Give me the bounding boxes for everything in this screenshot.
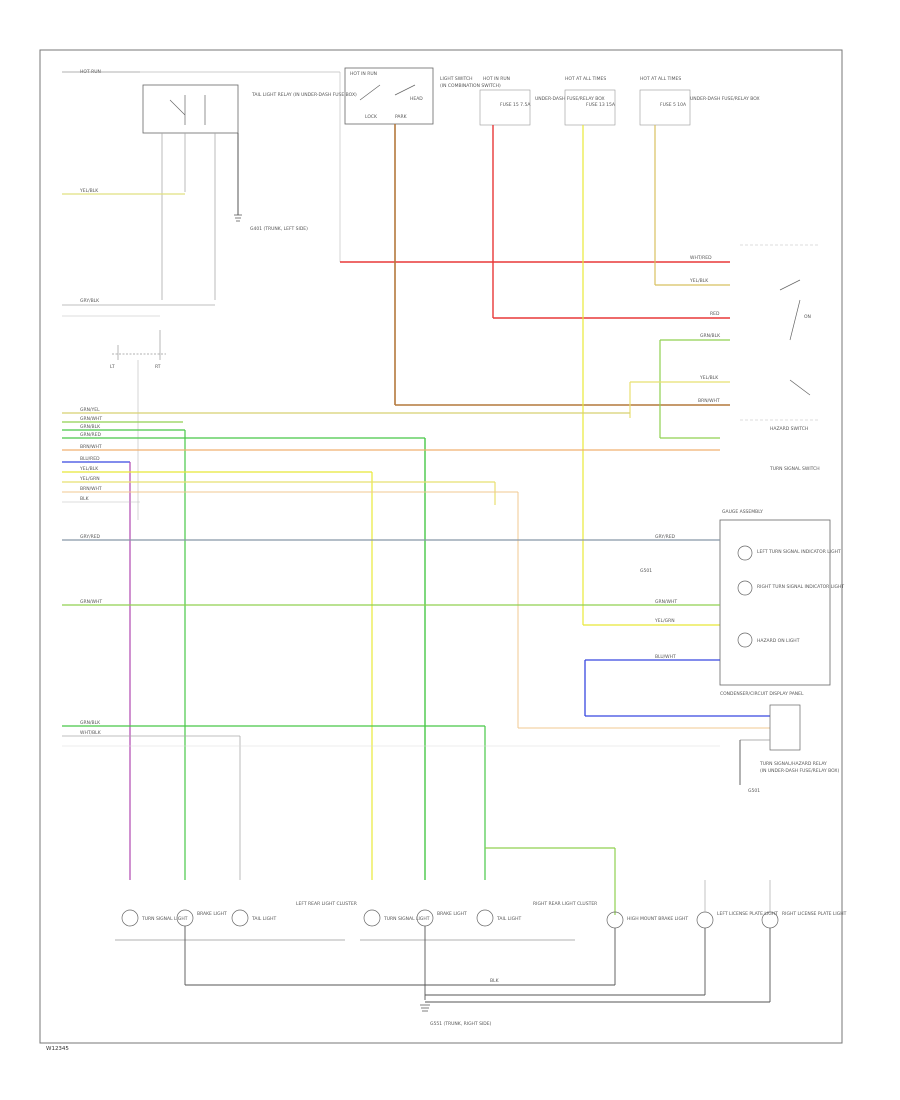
ground-g2-label: G501 bbox=[748, 788, 760, 794]
ground-symbol-g3 bbox=[420, 1004, 430, 1012]
tail-light-relay bbox=[142, 84, 239, 134]
wire-label-gry: GRY/BLK bbox=[80, 298, 100, 304]
right-turn-lamp bbox=[363, 909, 381, 927]
left-turn-lamp bbox=[121, 909, 139, 927]
wire-label-grn2: GRN/WHT bbox=[80, 599, 102, 605]
right-brake-lamp-label: BRAKE LIGHT bbox=[437, 911, 467, 917]
right-plate-label: RIGHT LICENSE PLATE LIGHT bbox=[782, 911, 847, 917]
left-turn-ind: LEFT TURN SIGNAL INDICATOR LIGHT bbox=[757, 549, 841, 555]
wire-label-b6: BLU/RED bbox=[80, 456, 100, 462]
hazard-ind-lamp bbox=[737, 632, 753, 648]
wire-label-red: RED bbox=[710, 311, 720, 317]
right-cluster-label: RIGHT REAR LIGHT CLUSTER bbox=[533, 901, 597, 907]
wire-label-yel: YEL/BLK bbox=[79, 188, 99, 194]
left-tail-lamp-label: TAIL LIGHT bbox=[251, 916, 276, 922]
gauge-assembly bbox=[719, 519, 831, 686]
turn-relay-box bbox=[769, 704, 801, 751]
diagram-border bbox=[39, 49, 843, 1044]
fuse3-label: FUSE 5 10A bbox=[660, 102, 687, 108]
wire-label-grn2r: GRN/WHT bbox=[655, 599, 677, 605]
fuse2-label: FUSE 13 15A bbox=[586, 102, 616, 108]
hazard-switch-label: HAZARD SWITCH bbox=[770, 426, 808, 432]
wire-label-b2: GRN/WHT bbox=[80, 416, 102, 422]
right-turn-lamp-label: TURN SIGNAL LIGHT bbox=[383, 916, 430, 922]
fuse-box-1 bbox=[479, 89, 531, 126]
wire-label-b3: GRN/BLK bbox=[80, 424, 101, 430]
switch-head: HEAD bbox=[410, 96, 423, 102]
wire-label-yel2: YEL/BLK bbox=[689, 278, 709, 284]
panel-conn: CONDENSER/CIRCUIT DISPLAY PANEL bbox=[720, 691, 804, 697]
wire-label-b4: GRN/RED bbox=[80, 432, 101, 438]
wire-label-yelblk: YEL/BLK bbox=[699, 375, 719, 381]
wire-label-blu: BLU/WHT bbox=[655, 654, 676, 660]
right-turn-ind: RIGHT TURN SIGNAL INDICATOR LIGHT bbox=[757, 584, 844, 590]
turn-switch-label: TURN SIGNAL SWITCH bbox=[769, 466, 820, 472]
wire-label-grn3: GRN/BLK bbox=[80, 720, 101, 726]
ground-g1: G401 (TRUNK, LEFT SIDE) bbox=[250, 226, 308, 232]
switch-park: PARK bbox=[395, 114, 408, 120]
switch-contacts bbox=[359, 84, 416, 101]
left-turn-ind-lamp bbox=[737, 545, 753, 561]
hazard-ind: HAZARD ON LIGHT bbox=[757, 638, 800, 644]
wire-label-red-top: WHT/RED bbox=[690, 255, 712, 261]
fuse1-label: FUSE 15 7.5A bbox=[500, 102, 531, 108]
wire-label-gry2: GRY/RED bbox=[80, 534, 101, 540]
gauge-label: GAUGE ASSEMBLY bbox=[722, 509, 763, 515]
ground-g3-label: G551 (TRUNK, RIGHT SIDE) bbox=[430, 1021, 492, 1027]
hazard-on: ON bbox=[804, 314, 811, 320]
fuse-box-2 bbox=[564, 89, 616, 126]
wire-label-brown: BRN/WHT bbox=[698, 398, 720, 404]
wire-label-b10: BLK bbox=[80, 496, 90, 502]
ts-rt: RT bbox=[155, 364, 161, 370]
right-turn-ind-lamp bbox=[737, 580, 753, 596]
fuse3-hot: HOT AT ALL TIMES bbox=[640, 76, 681, 82]
left-plate-label: LEFT LICENSE PLATE LIGHT bbox=[717, 911, 778, 917]
wire-label-b7: YEL/BLK bbox=[79, 466, 99, 472]
fuse1-hot: HOT IN RUN bbox=[483, 76, 510, 82]
wire-label-b5: BRN/WHT bbox=[80, 444, 102, 450]
wire-label-gry2r: GRY/RED bbox=[655, 534, 676, 540]
fuse3-box: UNDER-DASH FUSE/RELAY BOX bbox=[690, 96, 760, 102]
fuse-box-3 bbox=[639, 89, 691, 126]
left-plate-lamp bbox=[696, 911, 714, 929]
hazard-switch-contacts bbox=[779, 279, 811, 396]
left-brake-lamp-label: BRAKE LIGHT bbox=[197, 911, 227, 917]
left-turn-lamp-label: TURN SIGNAL LIGHT bbox=[141, 916, 188, 922]
wire-label-yelgrn: YEL/GRN bbox=[654, 618, 675, 624]
high-mount-label: HIGH MOUNT BRAKE LIGHT bbox=[627, 916, 688, 922]
ground-symbol-g1 bbox=[234, 214, 242, 222]
gnd-bus-label: BLK bbox=[490, 978, 500, 984]
figure-id: W12345 bbox=[46, 1046, 69, 1052]
wire-label-b8: YEL/GRN bbox=[79, 476, 100, 482]
left-cluster-label: LEFT REAR LIGHT CLUSTER bbox=[296, 901, 357, 907]
relay-contacts bbox=[169, 95, 206, 125]
switch-lock: LOCK bbox=[365, 114, 378, 120]
right-tail-lamp bbox=[476, 909, 494, 927]
wire-label-grnblk: GRN/BLK bbox=[700, 333, 721, 339]
turn-relay-label: TURN SIGNAL/HAZARD RELAY bbox=[759, 761, 827, 767]
label-hot-in-run: HOT IN RUN bbox=[350, 71, 377, 77]
wire-label-gry3: WHT/BLK bbox=[80, 730, 102, 736]
fuse2-hot: HOT AT ALL TIMES bbox=[565, 76, 606, 82]
wire-label-b1: GRN/YEL bbox=[80, 407, 100, 413]
wire-label-b9: BRN/WHT bbox=[80, 486, 102, 492]
light-switch-box bbox=[344, 67, 434, 125]
switch-sub: (IN COMBINATION SWITCH) bbox=[440, 83, 501, 89]
relay-label: TAIL LIGHT RELAY (IN UNDER-DASH FUSE BOX… bbox=[251, 92, 357, 98]
left-tail-lamp bbox=[231, 909, 249, 927]
ground-g501: G501 bbox=[640, 568, 652, 574]
switch-name: LIGHT SWITCH bbox=[440, 76, 473, 82]
ts-lt: LT bbox=[110, 364, 115, 370]
fuse1-box: UNDER-DASH FUSE/RELAY BOX bbox=[535, 96, 605, 102]
turn-relay-loc: (IN UNDER-DASH FUSE/RELAY BOX) bbox=[760, 768, 839, 774]
right-tail-lamp-label: TAIL LIGHT bbox=[496, 916, 521, 922]
